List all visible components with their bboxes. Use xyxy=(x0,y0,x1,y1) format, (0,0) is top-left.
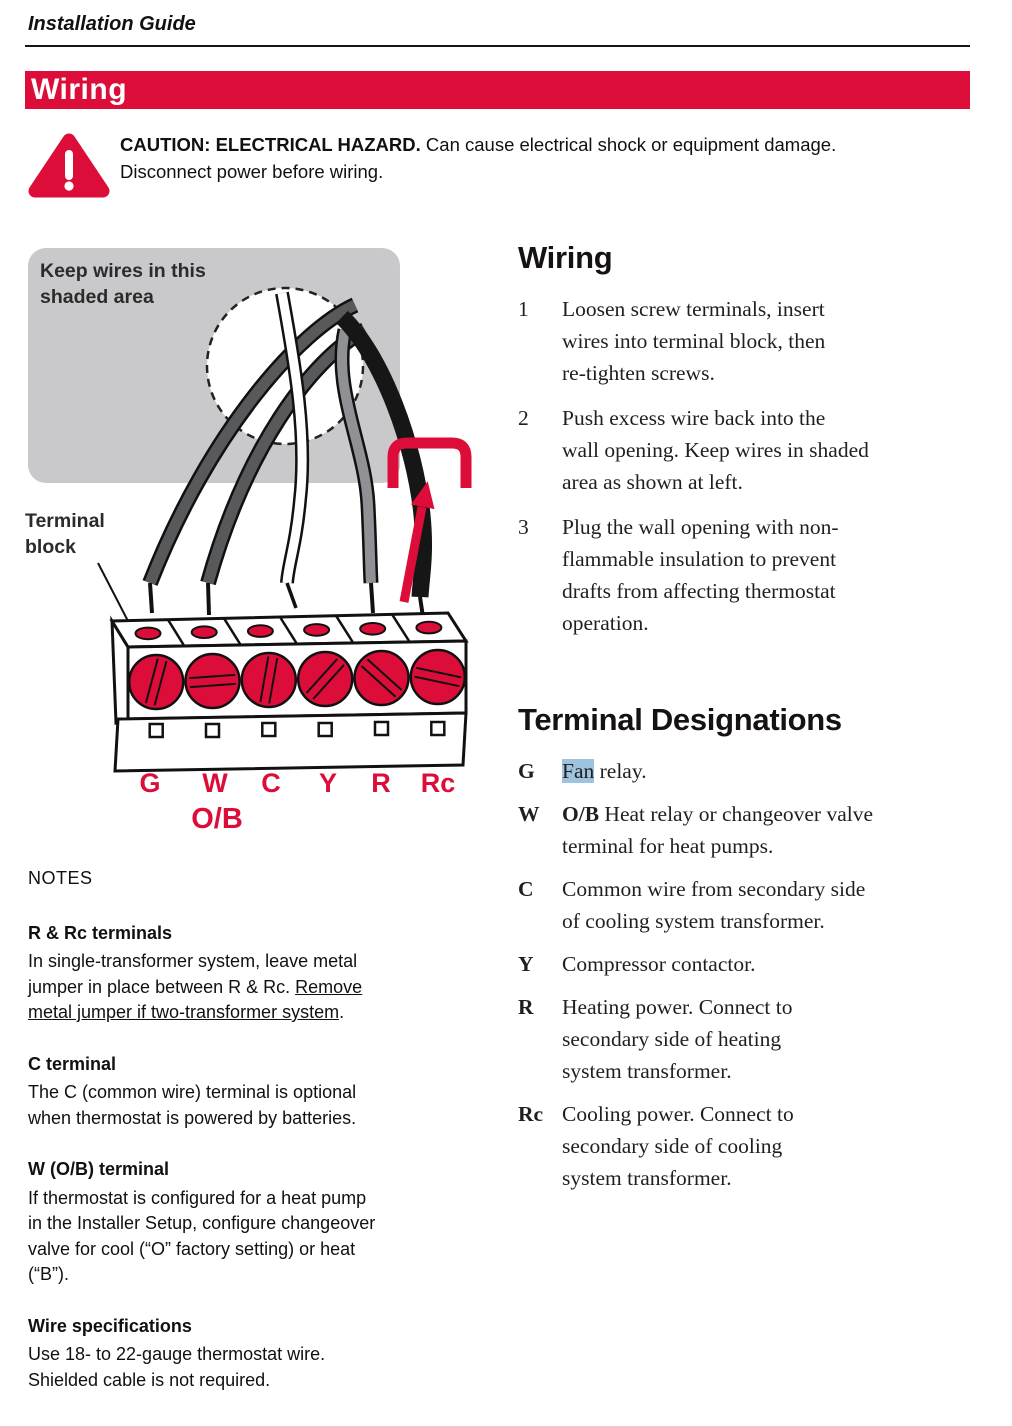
terminal-block-label-line1: Terminal xyxy=(25,510,105,532)
terminal-key: Y xyxy=(518,952,534,976)
terminal-block-label-line2: block xyxy=(25,536,76,558)
note-r-rc-terminals: R & Rc terminals In single-transformer s… xyxy=(28,921,474,1026)
right-column: Wiring 1 Loosen screw terminals, insert … xyxy=(518,240,976,1205)
wire-mid-gray xyxy=(334,328,379,614)
note-body-period: . xyxy=(339,1002,345,1022)
terminal-entry-y: Y Compressor contactor. xyxy=(518,948,976,980)
terminal-entry-g: G Fan relay. xyxy=(518,755,976,787)
wiring-section-banner: Wiring xyxy=(25,71,970,109)
wiring-diagram: Keep wires in this shaded area Terminal … xyxy=(25,248,472,835)
wiring-steps-list: 1 Loosen screw terminals, insert wires i… xyxy=(518,293,976,639)
header-rule xyxy=(25,45,970,47)
terminal-block-drawing xyxy=(109,611,469,773)
note-heading: C terminal xyxy=(28,1053,117,1074)
terminal-entry-rc: Rc Cooling power. Connect to secondary s… xyxy=(518,1098,976,1194)
note-body: Use 18- to 22-gauge thermostat wire. Shi… xyxy=(28,1344,326,1390)
terminal-label-r: R xyxy=(371,768,391,798)
terminal-designations-list: G Fan relay. W O/B Heat relay or changeo… xyxy=(518,755,976,1194)
terminal-designations-title: Terminal Designations xyxy=(518,702,842,737)
terminal-entry-c: C Common wire from secondary side of coo… xyxy=(518,873,976,937)
note-w-ob-terminal: W (O/B) terminal If thermostat is config… xyxy=(28,1157,474,1288)
note-c-terminal: C terminal The C (common wire) terminal … xyxy=(28,1052,474,1132)
terminal-description-text: Heat relay or changeover valve terminal … xyxy=(562,802,874,858)
terminal-description: Cooling power. Connect to secondary side… xyxy=(562,1102,794,1190)
banner-title: Wiring xyxy=(31,73,128,106)
step-text: Push excess wire back into the wall open… xyxy=(562,406,869,494)
shaded-area-note-line1: Keep wires in this xyxy=(40,260,206,282)
terminal-key: R xyxy=(518,995,534,1019)
terminal-description: Compressor contactor. xyxy=(562,952,756,976)
up-arrow-icon xyxy=(399,481,435,603)
caution-text: CAUTION: ELECTRICAL HAZARD. Can cause el… xyxy=(120,132,998,185)
terminal-block-pointer-line xyxy=(97,562,130,624)
notes-section: NOTES R & Rc terminals In single-transfo… xyxy=(28,866,474,1419)
note-heading: R & Rc terminals xyxy=(28,922,173,943)
step-number: 1 xyxy=(518,297,529,321)
terminal-label-c: C xyxy=(261,768,281,798)
caution-bold: CAUTION: ELECTRICAL HAZARD. xyxy=(120,134,421,155)
terminal-description: O/B Heat relay or changeover valve termi… xyxy=(562,798,873,862)
terminal-label-ob: O/B xyxy=(191,803,243,835)
terminal-key: C xyxy=(518,877,534,901)
note-body: The C (common wire) terminal is optional… xyxy=(28,1082,357,1128)
warning-triangle-icon xyxy=(28,133,110,198)
terminal-description-text: relay. xyxy=(594,759,647,783)
step-number: 3 xyxy=(518,515,529,539)
bold-text: O/B xyxy=(562,802,600,826)
terminal-screws xyxy=(127,648,467,711)
terminal-label-w: W xyxy=(202,768,228,798)
wiring-step-3: 3 Plug the wall opening with non- flamma… xyxy=(518,511,976,639)
wiring-steps-title: Wiring xyxy=(518,240,613,275)
step-number: 2 xyxy=(518,406,529,430)
caution-line2: Disconnect power before wiring. xyxy=(120,160,384,182)
terminal-label-y: Y xyxy=(319,768,337,798)
note-body: In single-transformer system, leave meta… xyxy=(28,949,474,1026)
terminal-label-g: G xyxy=(139,768,160,798)
wiring-step-2: 2 Push excess wire back into the wall op… xyxy=(518,402,976,498)
terminal-entry-r: R Heating power. Connect to secondary si… xyxy=(518,991,976,1087)
terminal-description: Fan relay. xyxy=(562,755,647,787)
shaded-area-note-line2: shaded area xyxy=(40,286,154,308)
wiring-step-1: 1 Loosen screw terminals, insert wires i… xyxy=(518,293,976,389)
step-text: Plug the wall opening with non- flammabl… xyxy=(562,515,839,635)
staple-plug-icon xyxy=(387,437,472,488)
note-body: If thermostat is configured for a heat p… xyxy=(28,1187,376,1285)
wire-dark-gray-1 xyxy=(142,297,359,614)
caution-rest: Can cause electrical shock or equipment … xyxy=(420,134,837,155)
terminal-key: W xyxy=(518,802,540,826)
wire-white xyxy=(275,291,310,609)
terminal-labels: G W C Y R Rc O/B xyxy=(139,768,455,835)
note-wire-specifications: Wire specifications Use 18- to 22-gauge … xyxy=(28,1314,474,1394)
terminal-label-rc: Rc xyxy=(421,768,456,798)
terminal-entry-w: W O/B Heat relay or changeover valve ter… xyxy=(518,798,976,862)
note-underlined-text: Remove metal jumper if two-transformer s… xyxy=(28,976,363,1023)
terminal-description: Heating power. Connect to secondary side… xyxy=(562,995,793,1083)
note-body-text: In single-transformer system, leave meta… xyxy=(28,951,358,997)
terminal-key: G xyxy=(518,759,535,783)
notes-title: NOTES xyxy=(28,868,93,888)
note-heading: W (O/B) terminal xyxy=(28,1159,170,1179)
note-heading: Wire specifications xyxy=(28,1315,192,1336)
step-text: Loosen screw terminals, insert wires int… xyxy=(562,297,826,385)
page-title: Installation Guide xyxy=(28,13,196,35)
highlighted-text: Fan xyxy=(562,759,595,783)
terminal-description: Common wire from secondary side of cooli… xyxy=(562,877,866,933)
terminal-key: Rc xyxy=(518,1102,544,1126)
